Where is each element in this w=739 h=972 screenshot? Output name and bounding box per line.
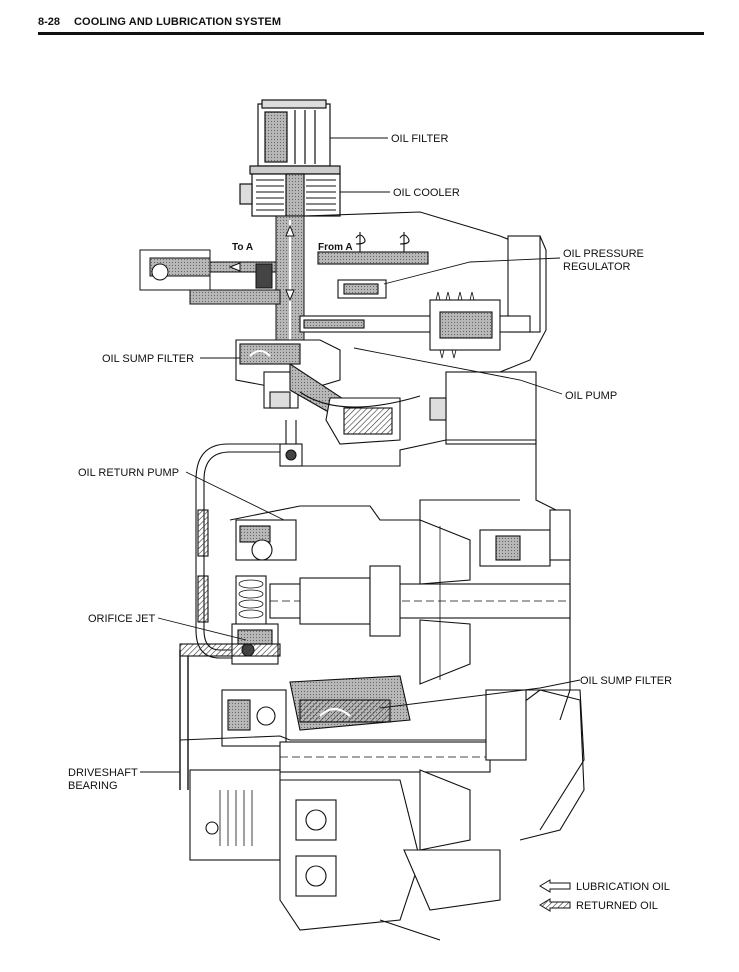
oil-return-pump-label: OIL RETURN PUMP [78, 467, 179, 479]
page-title: COOLING AND LUBRICATION SYSTEM [74, 16, 282, 28]
page-number: 8-28 [38, 16, 61, 28]
driveshaft-bearing-label-line2: BEARING [68, 780, 118, 792]
oil-cooler-label: OIL COOLER [393, 187, 460, 199]
oil-pump-label: OIL PUMP [565, 390, 617, 402]
to-a-fitting [139, 249, 281, 305]
oil-cooler-drawing [239, 173, 341, 217]
central-crankcase [229, 439, 571, 721]
lubrication-oil-arrow-icon [539, 879, 571, 893]
orifice-jet-label: ORIFICE JET [88, 613, 156, 625]
legend-lubrication-oil: LUBRICATION OIL [576, 881, 670, 893]
return-hose [195, 420, 303, 659]
oil-filter-label: OIL FILTER [391, 133, 449, 145]
lower-sump-filter [221, 675, 411, 747]
oil-pressure-regulator-label-line1: OIL PRESSURE [563, 248, 644, 260]
leader-lines [140, 137, 581, 773]
from-a-label: From A [318, 242, 353, 253]
oil-sump-filter-upper-label: OIL SUMP FILTER [102, 353, 194, 365]
page-header: 8-28 COOLING AND LUBRICATION SYSTEM [38, 16, 704, 36]
returned-oil-arrow-icon [539, 898, 571, 912]
lower-crankcase [179, 689, 585, 941]
oil-sump-filter-lower-label: OIL SUMP FILTER [580, 675, 672, 687]
return-pump-area [179, 623, 281, 790]
driveshaft-bearing-label-line1: DRIVESHAFT [68, 767, 138, 779]
upper-sump-and-pump [235, 339, 537, 445]
oil-filter-drawing [249, 99, 341, 175]
main-oil-gallery [275, 215, 305, 347]
legend-returned-oil: RETURNED OIL [576, 900, 658, 912]
legend: LUBRICATION OIL RETURNED OIL [539, 879, 670, 912]
header-rule [38, 32, 704, 35]
to-a-label: To A [232, 242, 253, 253]
oil-pressure-regulator-label-line2: REGULATOR [563, 261, 630, 273]
upper-crankcase [299, 211, 547, 373]
